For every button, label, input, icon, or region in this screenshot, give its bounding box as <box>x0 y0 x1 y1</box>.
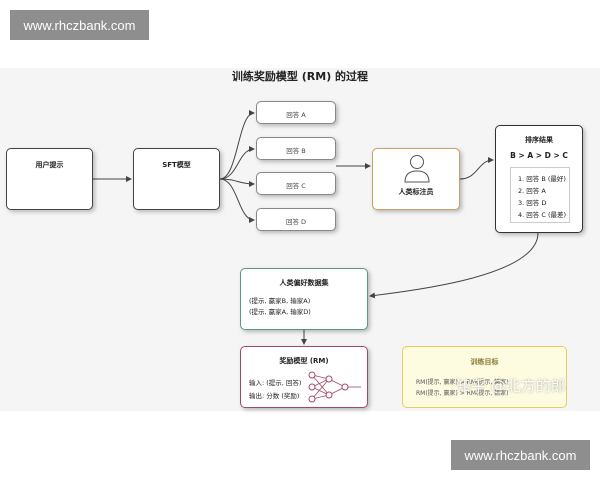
preference-dataset-node: 人类偏好数据集 (提示, 赢家B, 输家A) (提示, 赢家A, 输家D) <box>240 268 368 330</box>
arrow-sft-to-answer-b <box>219 146 255 180</box>
ranking-order: B > A > D > C <box>510 151 568 160</box>
training-goal-node: 训练目标 RM(提示, 赢家) > RM(提示, 输家) RM(提示, 赢家) … <box>402 346 567 408</box>
human-annotator-node: 人类标注员 <box>372 148 460 210</box>
sft-model-node: SFT模型 <box>133 148 220 210</box>
zhihu-watermark: 知乎 @北方的郎 <box>456 377 566 395</box>
user-prompt-label: 用户提示 <box>35 161 64 169</box>
preference-dataset-title: 人类偏好数据集 <box>279 279 329 287</box>
answer-d-label: 回答 D <box>285 218 307 226</box>
answer-c-node: 回答 C <box>256 172 336 195</box>
watermark-bottom: www.rhczbank.com <box>451 440 590 470</box>
sft-model-label: SFT模型 <box>162 161 191 169</box>
answer-d-node: 回答 D <box>256 208 336 231</box>
arrow-sft-to-answer-a <box>219 110 255 180</box>
answer-b-node: 回答 B <box>256 137 336 160</box>
ranking-list: 1. 回答 B (最好) 2. 回答 A 3. 回答 D 4. 回答 C (最差… <box>510 167 570 223</box>
training-goal-line: RM(提示, 赢家) > RM(提示, 输家) <box>416 390 509 397</box>
watermark-top: www.rhczbank.com <box>10 10 149 40</box>
ranking-title: 排序结果 <box>525 136 553 144</box>
arrow-sft-to-answer-d <box>219 178 255 223</box>
ranking-item: 4. 回答 C (最差) <box>518 211 567 219</box>
answer-b-label: 回答 B <box>286 147 306 155</box>
reward-model-output: 输出: 分数 (奖励) <box>249 392 300 400</box>
person-icon <box>404 155 430 183</box>
answer-c-label: 回答 C <box>286 182 306 190</box>
human-annotator-label: 人类标注员 <box>398 188 434 196</box>
neural-network-icon <box>308 371 361 403</box>
reward-model-title: 奖励模型 (RM) <box>279 357 329 365</box>
answer-a-node: 回答 A <box>256 101 336 124</box>
reward-model-input: 输入: (提示, 回答) <box>249 379 302 387</box>
training-goal-line: RM(提示, 赢家) > RM(提示, 输家) <box>416 379 509 386</box>
arrow-sft-to-answer-c <box>219 178 255 187</box>
preference-pair: (提示, 赢家B, 输家A) <box>249 297 311 305</box>
ranking-item: 3. 回答 D <box>518 199 547 207</box>
diagram-title: 训练奖励模型 (RM) 的过程 <box>231 70 369 83</box>
preference-pair: (提示, 赢家A, 输家D) <box>249 308 311 316</box>
arrow-annotator-to-ranking <box>459 157 494 180</box>
ranking-item: 1. 回答 B (最好) <box>518 175 566 183</box>
arrow-ranking-to-dataset <box>369 232 539 299</box>
reward-model-node: 奖励模型 (RM) 输入: (提示, 回答) 输出: 分数 (奖励) <box>240 346 368 408</box>
answer-a-label: 回答 A <box>286 111 306 119</box>
ranking-result-node: 排序结果 B > A > D > C 1. 回答 B (最好) 2. 回答 A … <box>495 125 583 233</box>
user-prompt-node: 用户提示 <box>6 148 93 210</box>
training-goal-title: 训练目标 <box>470 358 499 366</box>
ranking-item: 2. 回答 A <box>518 187 546 195</box>
